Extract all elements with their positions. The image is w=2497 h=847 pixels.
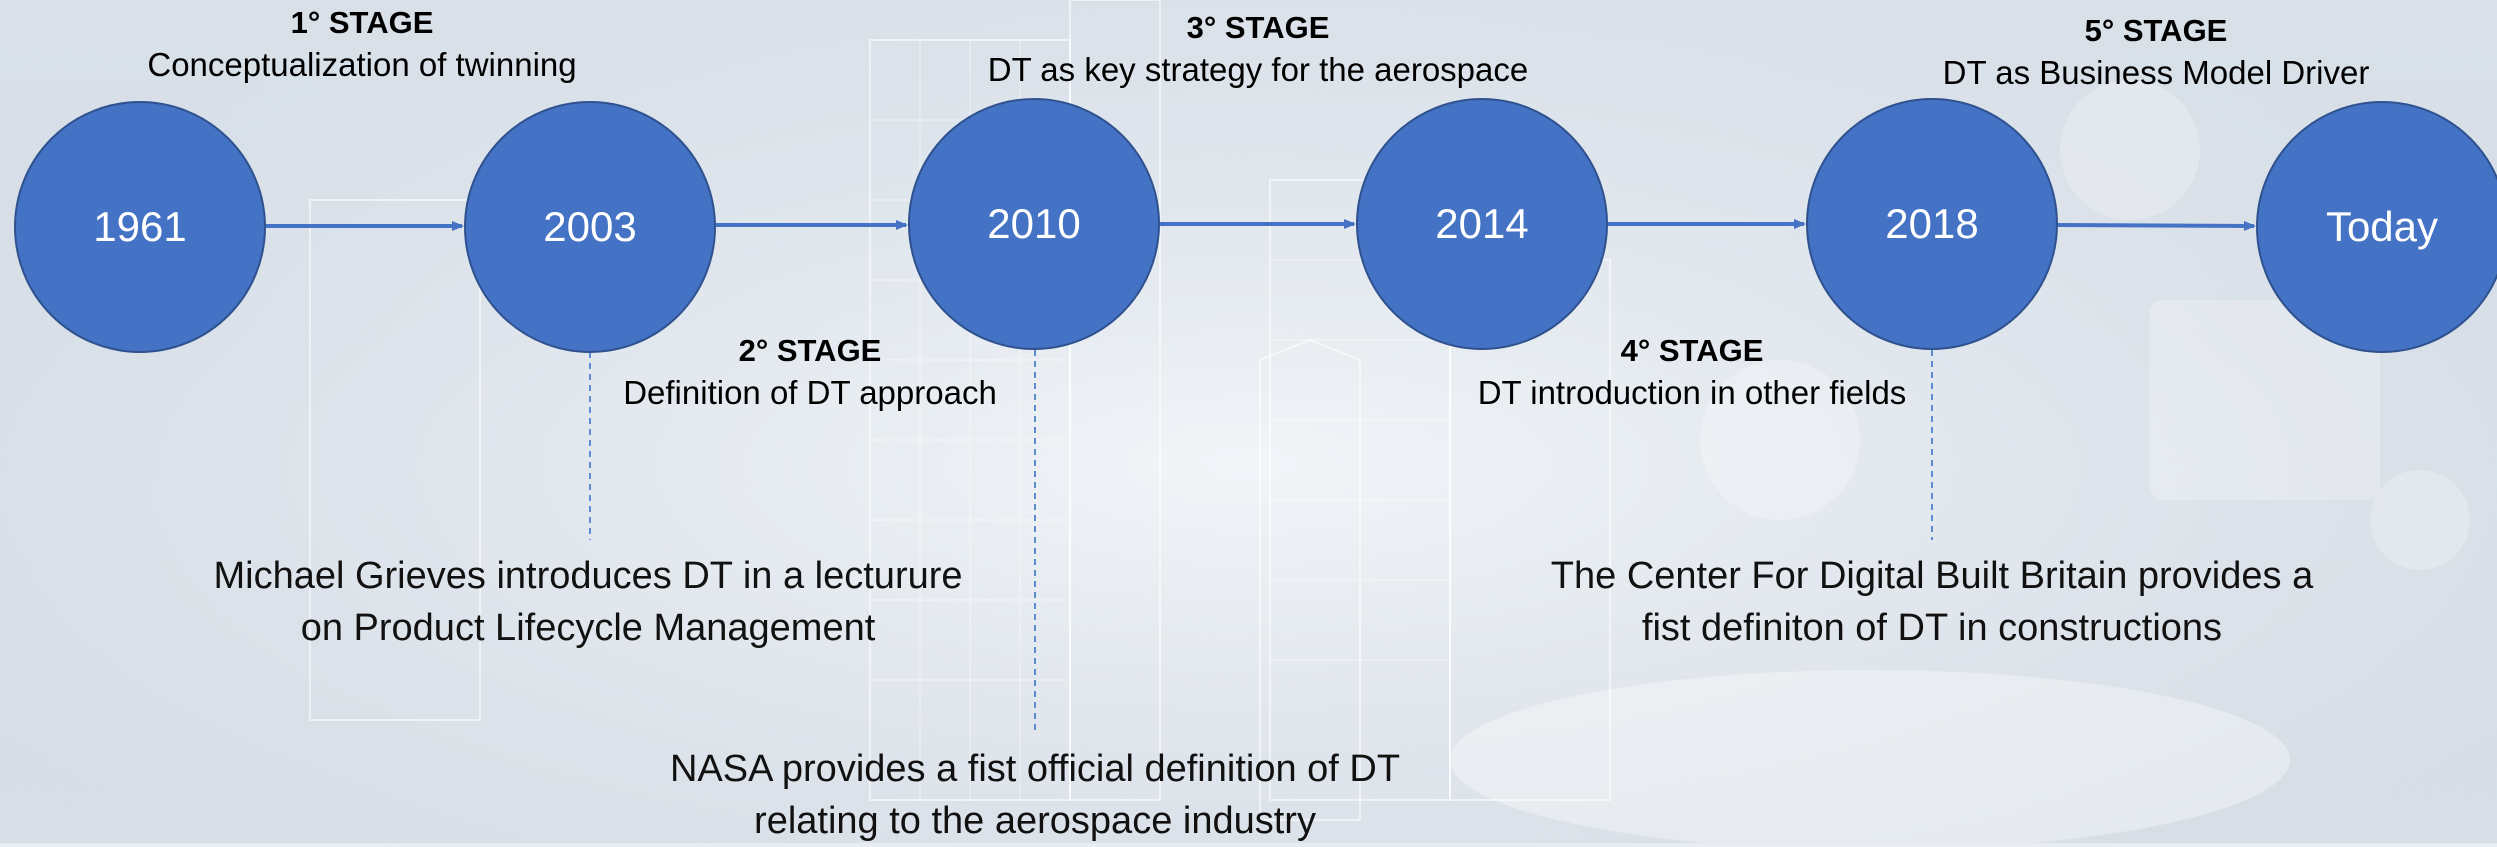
year-node-2003: 2003 [464,101,716,353]
stage-5: 5° STAGE DT as Business Model Driver [1943,11,2370,95]
arrow-2018-today [2057,220,2256,231]
year-label: 2010 [987,200,1081,247]
stage-description: Conceptualization of twinning [147,46,577,83]
stage-3: 3° STAGE DT as key strategy for the aero… [988,8,1529,92]
year-label: Today [2325,203,2439,250]
stage-title: 5° STAGE [2084,13,2228,48]
event-2003: Michael Grieves introduces DT in a lectu… [213,550,962,654]
event-line: on Product Lifecycle Management [300,607,876,649]
event-2010: NASA provides a fist official definition… [670,743,1400,847]
year-node-2010: 2010 [908,98,1160,350]
stage-description: DT as Business Model Driver [1942,54,2370,91]
stage-2: 2° STAGE Definition of DT approach [623,331,997,415]
stage-title: 3° STAGE [1186,10,1330,45]
year-label: 2003 [543,203,637,250]
stage-title: 2° STAGE [738,333,882,368]
stage-1: 1° STAGE Conceptualization of twinning [147,3,576,87]
event-line: The Center For Digital Built Britain pro… [1550,555,2314,597]
event-line: fist definiton of DT in constructions [1641,607,2223,649]
event-line: relating to the aerospace industry [754,800,1316,842]
year-node-today: Today [2256,101,2497,353]
year-node-2018: 2018 [1806,98,2058,350]
stage-4: 4° STAGE DT introduction in other fields [1478,331,1907,415]
stage-title: 1° STAGE [290,5,434,40]
stage-description: DT introduction in other fields [1477,374,1907,411]
event-line: NASA provides a fist official definition… [669,748,1401,790]
stage-description: DT as key strategy for the aerospace [987,51,1529,88]
event-line: Michael Grieves introduces DT in a lectu… [213,555,963,597]
stage-title: 4° STAGE [1620,333,1764,368]
year-label: 2014 [1435,200,1529,247]
year-label: 2018 [1885,200,1979,247]
event-2018: The Center For Digital Built Britain pro… [1551,550,2313,654]
year-node-1961: 1961 [14,101,266,353]
year-node-2014: 2014 [1356,98,1608,350]
stage-description: Definition of DT approach [623,374,997,411]
year-label: 1961 [93,203,187,250]
